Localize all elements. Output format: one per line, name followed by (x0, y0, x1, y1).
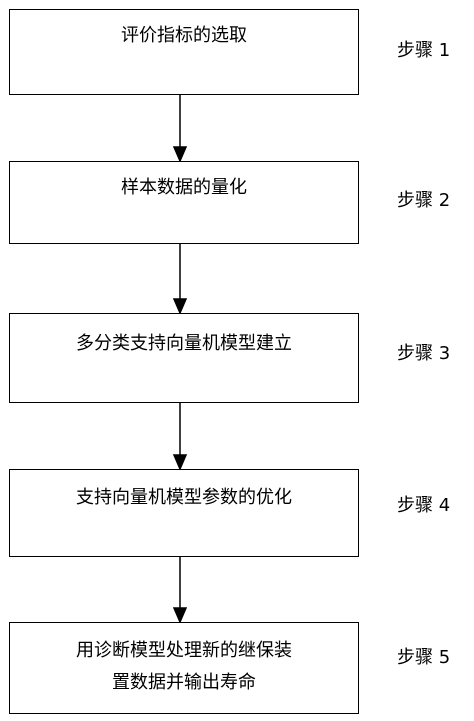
step-5-box: 用诊断模型处理新的继保装 置数据并输出寿命 (9, 622, 359, 714)
step-1-box: 评价指标的选取 (9, 9, 359, 95)
step-1-text: 评价指标的选取 (121, 25, 247, 46)
step-5-label: 步骤 5 (397, 647, 451, 668)
step-3-box: 多分类支持向量机模型建立 (9, 313, 359, 403)
step-3-text: 多分类支持向量机模型建立 (76, 333, 292, 354)
step-4-text: 支持向量机模型参数的优化 (76, 487, 292, 508)
step-5-text-line1: 用诊断模型处理新的继保装 (76, 640, 292, 661)
step-4-box: 支持向量机模型参数的优化 (9, 469, 359, 557)
step-1-label: 步骤 1 (397, 40, 451, 61)
arrowhead-4-to-5 (172, 607, 188, 624)
step-5-text-line2: 置数据并输出寿命 (112, 672, 256, 693)
arrowhead-2-to-3 (172, 298, 188, 315)
step-2-text: 样本数据的量化 (121, 177, 247, 198)
step-3-label: 步骤 3 (397, 343, 451, 364)
step-2-label: 步骤 2 (397, 190, 451, 211)
arrowhead-1-to-2 (172, 146, 188, 163)
arrowhead-3-to-4 (172, 454, 188, 471)
step-4-label: 步骤 4 (397, 495, 451, 516)
step-2-box: 样本数据的量化 (9, 161, 359, 244)
